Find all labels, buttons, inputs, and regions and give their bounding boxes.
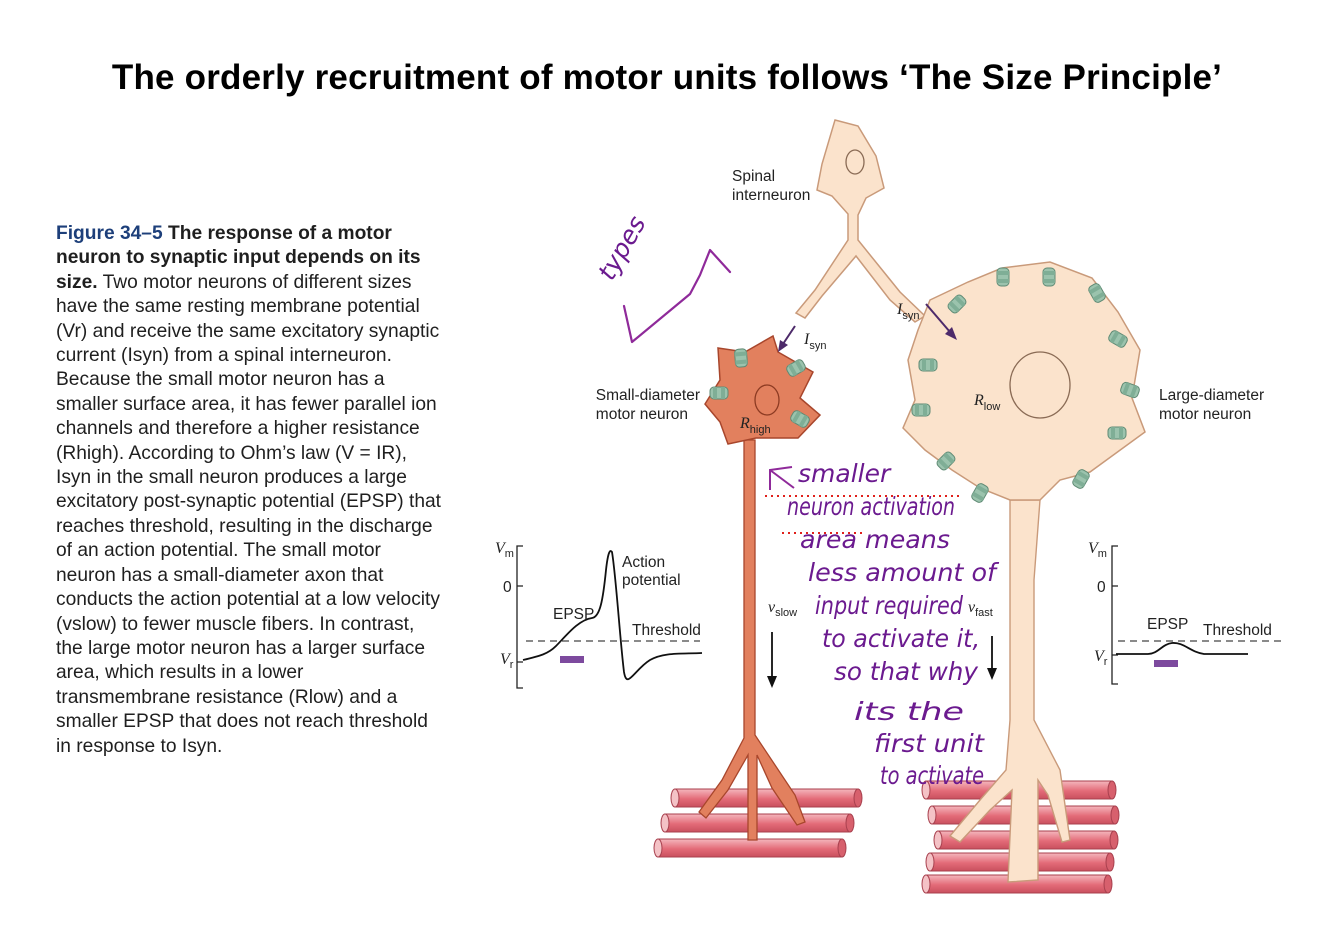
figure-caption: Figure 34–5 The response of a motor neur… [56, 222, 441, 759]
r-low-main: R [973, 392, 984, 409]
right-epsp-label: EPSP [1147, 616, 1188, 633]
v-fast-label: vfast [968, 599, 993, 619]
handwritten-line-8: its the [854, 697, 964, 726]
left-vm-label: Vm [495, 540, 514, 560]
isyn-right-main: I [896, 301, 903, 318]
isyn-arrow-right [925, 303, 957, 340]
handwritten-line-1: smaller [798, 459, 892, 488]
isyn-left-main: I [803, 331, 810, 348]
right-potential-trace: Vm 0 Vr EPSP Threshold [1088, 540, 1282, 685]
r-high-main: R [739, 415, 750, 432]
slide-title: The orderly recruitment of motor units f… [111, 58, 1223, 97]
left-vr-label: Vr [500, 651, 514, 671]
small-motor-neuron [698, 334, 822, 841]
isyn-arrow-left [778, 325, 796, 352]
v-fast-main: v [968, 599, 976, 616]
right-vr-label: Vr [1094, 648, 1108, 668]
large-neuron-label-line2: motor neuron [1159, 406, 1251, 423]
handwritten-line-2: neuron activation [787, 492, 955, 521]
left-vm-sub: m [505, 548, 514, 560]
muscle-fiber [653, 838, 847, 858]
muscle-fiber [670, 788, 863, 808]
left-zero-label: 0 [503, 579, 512, 596]
large-motor-neuron [902, 261, 1146, 883]
isyn-right-label: Isyn [896, 301, 919, 322]
right-threshold-label: Threshold [1203, 622, 1272, 639]
r-high-label: Rhigh [739, 415, 771, 436]
muscle-fibers-small [653, 788, 863, 858]
handwritten-line-6: to activate it, [822, 624, 980, 653]
r-low-sub: low [984, 401, 1001, 413]
v-slow-main: v [768, 599, 776, 616]
velocity-arrow-fast [987, 636, 997, 680]
handwritten-line-7: so that why [834, 657, 979, 686]
interneuron-label-line2: interneuron [732, 187, 810, 204]
v-fast-sub: fast [975, 607, 993, 619]
left-potential-trace: Vm 0 Vr EPSP Threshold Action potential [495, 540, 703, 689]
right-vr-sub: r [1104, 656, 1108, 668]
isyn-left-label: Isyn [803, 331, 826, 352]
isyn-left-sub: syn [809, 340, 826, 352]
action-potential-label-line2: potential [622, 572, 681, 589]
left-vm-main: V [495, 540, 507, 557]
right-vm-sub: m [1098, 548, 1107, 560]
handwritten-types: types [592, 211, 652, 285]
figure-caption-body: Two motor neurons of different sizes hav… [56, 271, 441, 757]
handwritten-line-5: input required [815, 591, 963, 620]
handwritten-line-10: to activate [880, 761, 984, 790]
left-vr-sub: r [510, 659, 514, 671]
figure-heading: The response of a motor neuron to synapt… [56, 223, 421, 293]
r-high-sub: high [750, 424, 771, 436]
right-vm-main: V [1088, 540, 1100, 557]
right-zero-label: 0 [1097, 579, 1106, 596]
large-neuron-label-line1: Large-diameter [1159, 387, 1264, 404]
left-vr-main: V [500, 651, 512, 668]
isyn-right-sub: syn [902, 310, 919, 322]
handwritten-line-4: less amount of [808, 558, 999, 587]
spinal-interneuron [794, 119, 927, 323]
small-neuron-label-line1: Small-diameter [596, 387, 700, 404]
figure-number: Figure 34–5 [56, 223, 163, 244]
v-slow-sub: slow [775, 607, 797, 619]
right-vm-label: Vm [1088, 540, 1107, 560]
r-low-label: Rlow [973, 392, 1000, 413]
left-threshold-label: Threshold [632, 622, 701, 639]
right-vr-main: V [1094, 648, 1106, 665]
interneuron-label-line1: Spinal [732, 168, 775, 185]
velocity-arrow-slow [767, 632, 777, 688]
left-epsp-label: EPSP [553, 606, 594, 623]
handwritten-line-3: area means [800, 525, 950, 554]
small-neuron-label-line2: motor neuron [596, 406, 688, 423]
v-slow-label: vslow [768, 599, 797, 619]
action-potential-label-line1: Action [622, 554, 665, 571]
handwritten-line-9: first unit [874, 729, 985, 758]
